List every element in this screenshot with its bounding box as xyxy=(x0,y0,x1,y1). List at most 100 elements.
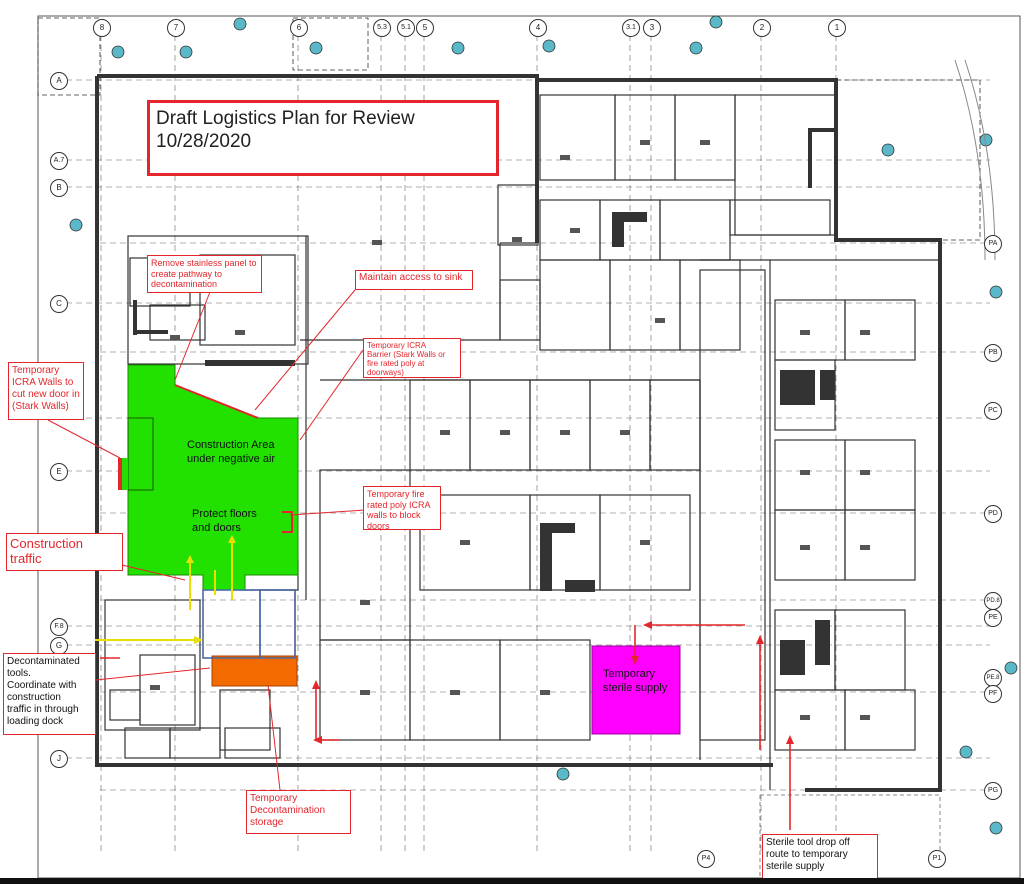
grid-col-3: 3 xyxy=(643,19,661,37)
grid-col-5-1: 5.1 xyxy=(397,19,415,37)
sterile-supply-line2: sterile supply xyxy=(603,682,668,694)
construction-area-line2: under negative air xyxy=(187,453,276,465)
room-tags xyxy=(150,140,870,720)
sterile-supply-label: Temporary sterile supply xyxy=(603,667,667,695)
canopy-lines xyxy=(759,794,941,878)
grid-row-a7: A.7 xyxy=(50,152,68,170)
note-decon-storage: Temporary Decontamination storage xyxy=(246,790,351,834)
note-barrier-line3: fire rated poly at xyxy=(367,359,425,368)
icra-barrier-line xyxy=(174,384,259,419)
construction-traffic-arrowheads xyxy=(186,535,236,644)
driveway-curve-2 xyxy=(964,59,996,261)
note-decontaminated-tools: Decontaminated tools. Coordinate with co… xyxy=(3,653,96,735)
protect-floors-line1: Protect floors xyxy=(192,508,257,520)
note-decon-tools-line2: tools. xyxy=(7,668,31,679)
note-icra-walls-line3: cut new door in xyxy=(12,389,80,400)
note-sterile-route: Sterile tool drop off route to temporary… xyxy=(762,834,878,880)
route-arrowheads xyxy=(312,621,794,744)
note-barrier-line4: doorways) xyxy=(367,368,404,377)
note-sterile-route-line2: route to temporary xyxy=(766,849,848,860)
grid-row-pc: PC xyxy=(984,402,1002,420)
note-decon-tools-line4: construction xyxy=(7,692,61,703)
construction-traffic-arrows xyxy=(95,540,233,641)
grid-col-8: 8 xyxy=(93,19,111,37)
fire-poly-door xyxy=(282,511,293,533)
grid-row-pd8: PD.8 xyxy=(984,592,1002,610)
construction-area-label: Construction Area under negative air xyxy=(187,438,275,466)
grid-row-c: C xyxy=(50,295,68,313)
note-decon-storage-line2: Decontamination xyxy=(250,805,326,816)
plan-date: 10/28/2020 xyxy=(156,131,252,152)
vestibule-right xyxy=(259,589,296,659)
note-icra-walls-line4: (Stark Walls) xyxy=(12,401,69,412)
protect-floors-label: Protect floors and doors xyxy=(192,507,257,535)
plan-title-box: Draft Logistics Plan for Review 10/28/20… xyxy=(147,100,499,176)
note-sink-text: Maintain access to sink xyxy=(359,272,463,283)
note-construction-traffic-line2: traffic xyxy=(10,551,42,566)
grid-row-pd: PD xyxy=(984,505,1002,523)
note-decon-tools-line6: loading dock xyxy=(7,716,64,727)
interior-walls xyxy=(104,94,940,790)
note-decon-tools-line5: traffic in through xyxy=(7,704,79,715)
decon-storage-area xyxy=(211,655,298,687)
green-strip xyxy=(120,458,128,490)
note-construction-traffic-line1: Construction xyxy=(10,536,83,551)
grid-row-b: B xyxy=(50,179,68,197)
grid-row-pa: PA xyxy=(984,235,1002,253)
note-icra-walls-line2: ICRA Walls to xyxy=(12,377,74,388)
grid-col-7: 7 xyxy=(167,19,185,37)
grid-col-p1: P1 xyxy=(928,850,946,868)
section-markers xyxy=(69,15,1018,835)
note-sterile-route-line1: Sterile tool drop off xyxy=(766,837,850,848)
grid-col-4: 4 xyxy=(529,19,547,37)
bottom-bar xyxy=(0,878,1024,884)
grid-row-pe: PE xyxy=(984,609,1002,627)
leader-lines xyxy=(47,289,366,791)
note-fire-poly: Temporary fire rated poly ICRA walls to … xyxy=(363,486,441,531)
construction-area-line1: Construction Area xyxy=(187,439,275,451)
grid-col-3-1: 3.1 xyxy=(622,19,640,37)
note-decon-tools-line1: Decontaminated xyxy=(7,656,80,667)
note-icra-walls-line1: Temporary xyxy=(12,365,60,376)
note-icra-walls: Temporary ICRA Walls to cut new door in … xyxy=(8,362,84,420)
note-icra-barrier: Temporary ICRA Barrier (Stark Walls or f… xyxy=(363,338,461,378)
grid-col-1: 1 xyxy=(828,19,846,37)
grid-col-p4: P4 xyxy=(697,850,715,868)
note-fire-poly-line4: doors xyxy=(367,520,390,531)
canopy-outline-2 xyxy=(292,17,369,71)
construction-hatch xyxy=(127,417,154,491)
note-barrier-line2: Barrier (Stark Walls or xyxy=(367,350,446,359)
grid-col-5: 5 xyxy=(416,19,434,37)
note-construction-traffic: Construction traffic xyxy=(6,533,123,571)
grid-col-5-3: 5.3 xyxy=(373,19,391,37)
note-decon-tools-line3: Coordinate with xyxy=(7,680,77,691)
grid-row-f8: F.8 xyxy=(50,618,68,636)
note-decon-storage-line3: storage xyxy=(250,817,284,828)
protect-floors-line2: and doors xyxy=(192,522,241,534)
grid-col-2: 2 xyxy=(753,19,771,37)
note-stainless-line2: create pathway to xyxy=(151,268,223,279)
grid-row-e: E xyxy=(50,463,68,481)
grid-col-6: 6 xyxy=(290,19,308,37)
driveway-curve xyxy=(954,59,986,261)
note-stainless-line1: Remove stainless panel to xyxy=(151,258,257,268)
plan-title: Draft Logistics Plan for Review xyxy=(156,108,415,129)
canopy-outline xyxy=(37,17,101,96)
note-barrier-line1: Temporary ICRA xyxy=(367,341,427,350)
note-fire-poly-line2: rated poly ICRA xyxy=(367,499,431,510)
grid-row-a: A xyxy=(50,72,68,90)
icra-wall-segment xyxy=(118,458,122,490)
note-stainless-panel: Remove stainless panel to create pathway… xyxy=(147,255,262,293)
note-sterile-route-line3: sterile supply xyxy=(766,861,825,872)
note-stainless-line3: decontamination xyxy=(151,279,218,289)
casework xyxy=(133,128,838,675)
grid-row-pf: PF xyxy=(984,685,1002,703)
note-maintain-sink: Maintain access to sink xyxy=(355,270,473,290)
exterior-walls xyxy=(95,74,942,792)
grid-row-pg: PG xyxy=(984,782,1002,800)
note-fire-poly-line3: walls to block xyxy=(367,510,421,520)
sterile-supply-line1: Temporary xyxy=(603,668,655,680)
route-arrows xyxy=(100,624,791,830)
roof-outline-right xyxy=(835,79,981,241)
grid-row-pb: PB xyxy=(984,344,1002,362)
